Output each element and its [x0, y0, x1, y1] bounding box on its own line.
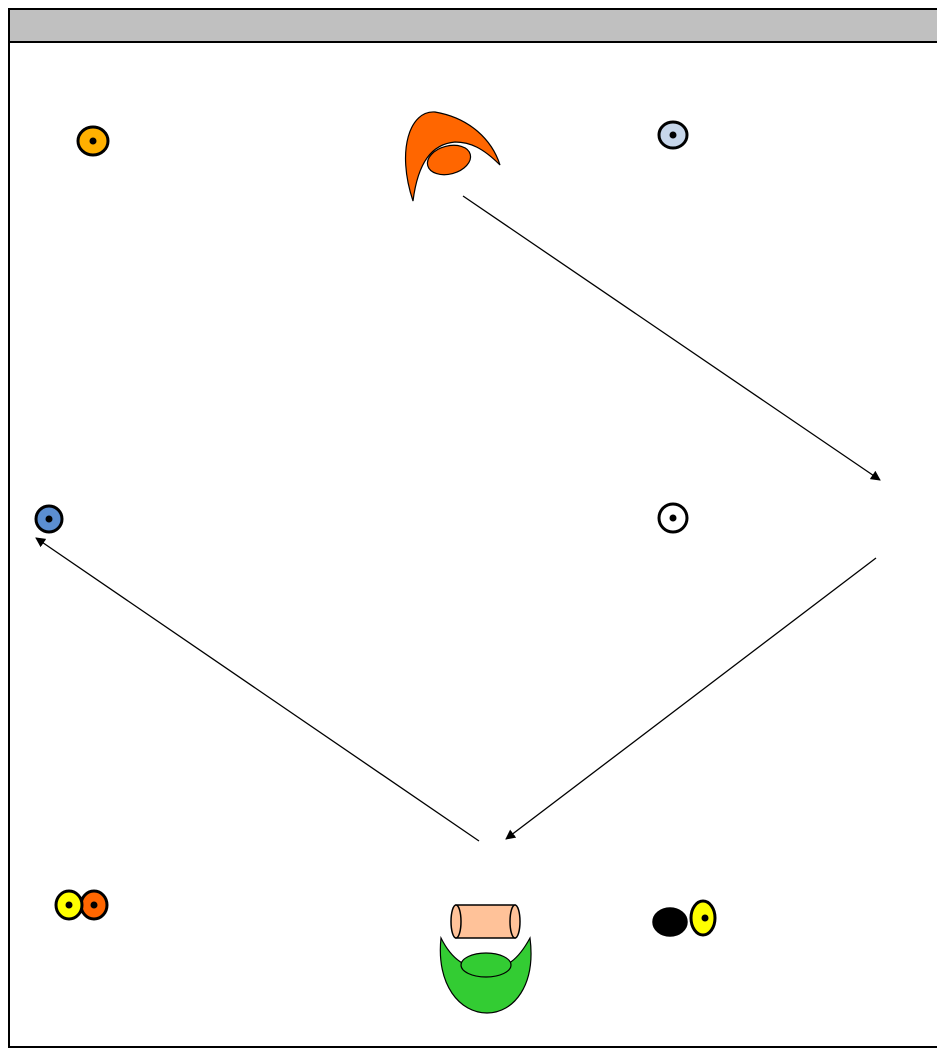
white-ring-icon — [657, 502, 689, 534]
header-bar — [10, 10, 937, 43]
yellow-orange-pair-icon — [54, 889, 109, 921]
gold-ring-icon — [76, 125, 110, 157]
peach-cylinder-on-green-cup-icon — [439, 904, 532, 1014]
arrow-bottom-to-left — [35, 537, 480, 842]
pale-blue-ring-icon — [657, 120, 689, 150]
arrow-top-to-right — [462, 195, 881, 481]
blue-ring-icon — [34, 504, 64, 534]
diagram-frame — [8, 8, 937, 1048]
arrow-right-to-bottom — [505, 557, 877, 840]
orange-crescent-icon — [404, 111, 501, 202]
black-yellow-pair-icon — [652, 899, 717, 937]
